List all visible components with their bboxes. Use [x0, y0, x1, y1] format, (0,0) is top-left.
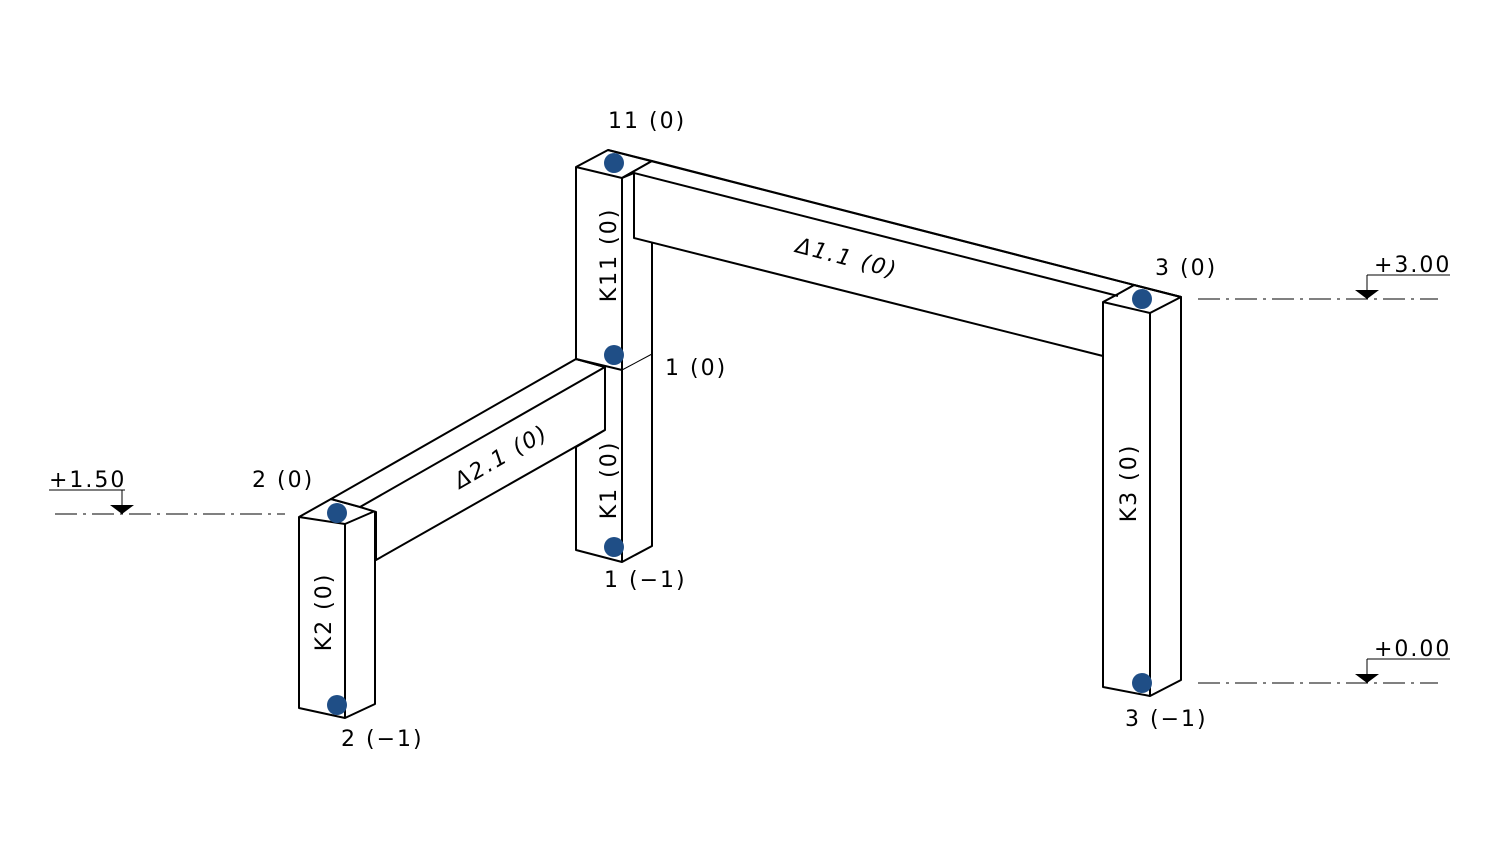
node-label: 3 (0)	[1155, 256, 1217, 281]
node-3-0[interactable]	[1132, 289, 1152, 309]
node-label: 11 (0)	[608, 109, 686, 134]
node-label: 2 (−1)	[341, 727, 424, 752]
node-label: 3 (−1)	[1125, 707, 1208, 732]
column-label: K3 (0)	[1117, 444, 1142, 523]
node-1-m1[interactable]	[604, 537, 624, 557]
column-label: K1 (0)	[597, 441, 622, 520]
node-2-m1[interactable]	[327, 695, 347, 715]
column-label: K2 (0)	[312, 573, 337, 652]
level-label: +3.00	[1374, 253, 1451, 278]
node-2-0[interactable]	[327, 503, 347, 523]
level-marker-1-50: +1.50	[49, 468, 285, 515]
level-marker-3-00: +3.00	[1198, 253, 1451, 300]
level-label: +0.00	[1374, 637, 1451, 662]
node-label: 2 (0)	[252, 468, 314, 493]
node-1-0[interactable]	[604, 345, 624, 365]
node-label: 1 (0)	[665, 356, 727, 381]
column-k3	[1102, 284, 1182, 697]
column-k2	[298, 498, 376, 719]
node-11-0[interactable]	[604, 153, 624, 173]
node-3-m1[interactable]	[1132, 673, 1152, 693]
level-label: +1.50	[49, 468, 126, 493]
node-label: 1 (−1)	[604, 568, 687, 593]
level-marker-0-00: +0.00	[1198, 637, 1451, 684]
beam-d1-1	[607, 149, 1182, 546]
nodes	[327, 153, 1152, 715]
column-label: K11 (0)	[597, 208, 622, 303]
